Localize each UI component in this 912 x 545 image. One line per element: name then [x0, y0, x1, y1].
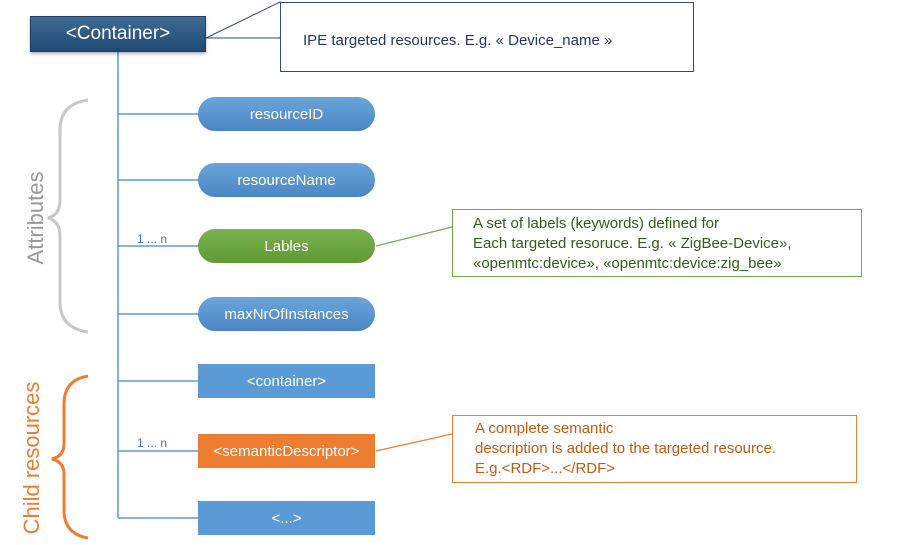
- semantic-note-line2: description is added to the targeted res…: [475, 440, 777, 457]
- child-semantic-descriptor: <semanticDescriptor>: [198, 434, 375, 468]
- semantic-note: A complete semantic description is added…: [452, 415, 857, 483]
- child-resources-group-label: Child resources: [19, 381, 44, 535]
- labels-note: A set of labels (keywords) defined for E…: [452, 209, 862, 277]
- root-note-text: IPE targeted resources. E.g. « Device_na…: [303, 32, 613, 49]
- semantic-note-line3: E.g.<RDF>...</RDF>: [475, 460, 616, 477]
- labels-multiplicity: 1 ... n: [137, 232, 168, 246]
- labels-note-line2: Each targeted resoruce. E.g. « ZigBee-De…: [473, 235, 792, 252]
- labels-note-line3: «openmtc:device», «openmtc:device:zig_be…: [473, 255, 782, 272]
- semantic-descriptor-multiplicity: 1 ... n: [137, 436, 168, 450]
- container-root-box: <Container>: [30, 16, 206, 52]
- semantic-note-line1: A complete semantic: [475, 420, 614, 437]
- attributes-group-label: Attributes: [23, 171, 48, 265]
- attribute-resource-id: resourceID: [198, 97, 375, 131]
- labels-note-line1: A set of labels (keywords) defined for: [473, 215, 719, 232]
- attribute-labels: Lables: [198, 229, 375, 263]
- child-ellipsis: <...>: [198, 501, 375, 535]
- attribute-resource-name: resourceName: [198, 163, 375, 197]
- root-note: IPE targeted resources. E.g. « Device_na…: [280, 2, 694, 72]
- attribute-max-nr-of-instances: maxNrOfInstances: [198, 297, 375, 331]
- child-container: <container>: [198, 364, 375, 398]
